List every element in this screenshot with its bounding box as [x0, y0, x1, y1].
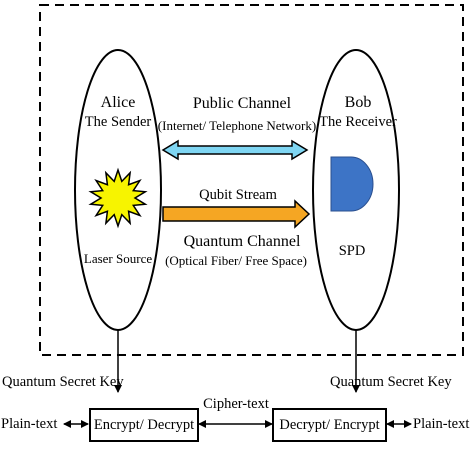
- decrypt-encrypt-label: Decrypt/ Encrypt: [279, 416, 380, 433]
- alice-name: Alice: [100, 94, 136, 111]
- laser-sun-icon: [88, 167, 148, 229]
- system-boundary: [39, 4, 464, 356]
- encrypt-decrypt-label: Encrypt/ Decrypt: [93, 416, 195, 433]
- qubit-stream-arrow: [162, 199, 311, 229]
- decrypt-encrypt-box: Decrypt/ Encrypt: [272, 408, 387, 442]
- public-channel-arrow: [161, 139, 309, 161]
- qubit-stream-label: Qubit Stream: [199, 187, 277, 203]
- bob-name: Bob: [344, 94, 372, 111]
- quantum-channel-subtitle: (Optical Fiber/ Free Space): [165, 253, 307, 268]
- public-channel-subtitle: (Internet/ Telephone Network): [157, 118, 317, 133]
- encrypt-decrypt-box: Encrypt/ Decrypt: [89, 408, 199, 442]
- right-key-label: Quantum Secret Key: [330, 374, 452, 390]
- cipher-label: Cipher-text: [203, 396, 269, 412]
- alice-role: The Sender: [84, 114, 152, 130]
- spd-label: SPD: [338, 243, 366, 259]
- right-plain-label: Plain-text: [413, 416, 470, 432]
- left-plain-label: Plain-text: [1, 416, 58, 432]
- bob-role: The Receiver: [319, 114, 397, 130]
- laser-source-label: Laser Source: [83, 251, 153, 266]
- quantum-channel-title: Quantum Channel: [183, 233, 301, 250]
- left-key-label: Quantum Secret Key: [2, 374, 124, 390]
- public-channel-title: Public Channel: [192, 95, 292, 112]
- detector-icon: [330, 156, 374, 212]
